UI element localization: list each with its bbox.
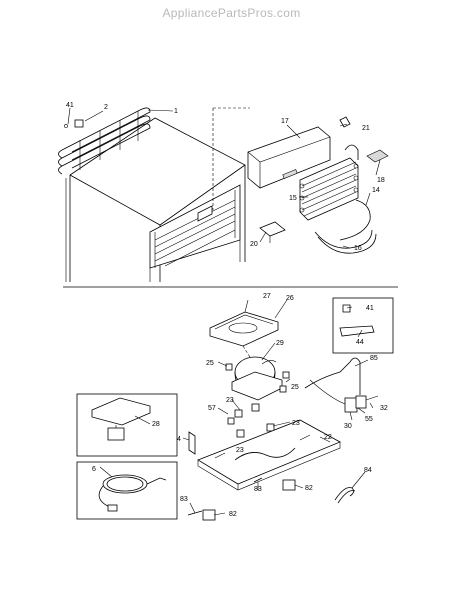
- label-82-b: 82: [229, 511, 237, 518]
- label-57: 57: [208, 405, 216, 412]
- label-83-b: 83: [254, 486, 262, 493]
- label-14: 14: [372, 187, 380, 194]
- label-20: 20: [250, 241, 258, 248]
- label-27: 27: [263, 293, 271, 300]
- label-23-a: 23: [226, 397, 234, 404]
- base-plate: [197, 419, 341, 491]
- clip: [339, 116, 351, 128]
- label-32: 32: [380, 405, 388, 412]
- label-85: 85: [370, 355, 378, 362]
- evaporator: [299, 144, 359, 221]
- condenser-coil: [58, 107, 151, 175]
- damper: [259, 221, 286, 237]
- feet-and-screws: [187, 477, 296, 521]
- label-18: 18: [377, 177, 385, 184]
- label-6: 6: [92, 466, 96, 473]
- label-82-a: 82: [305, 485, 313, 492]
- grommets: [225, 363, 290, 438]
- evaporator-cover: [247, 126, 331, 189]
- label-22: 22: [324, 434, 332, 441]
- bracket-4: [188, 431, 196, 455]
- label-15: 15: [289, 195, 297, 202]
- inset-cord: [76, 461, 178, 520]
- evaporator-pad: [366, 149, 389, 163]
- label-28: 28: [152, 421, 160, 428]
- label-4: 4: [177, 436, 181, 443]
- label-55: 55: [365, 416, 373, 423]
- relay-overload: [309, 379, 379, 413]
- label-41: 41: [66, 102, 74, 109]
- tube-84: [334, 487, 354, 501]
- label-21: 21: [362, 125, 370, 132]
- label-26: 26: [286, 295, 294, 302]
- watermark: AppliancePartsPros.com: [162, 6, 301, 20]
- label-25-a: 25: [206, 360, 214, 367]
- cabinet: [65, 107, 250, 282]
- label-83-a: 83: [180, 496, 188, 503]
- label-30: 30: [344, 423, 352, 430]
- part-labels: 1 2 41 17 21 18 15 14 16 20 27 26 29 25 …: [66, 102, 388, 518]
- label-17: 17: [281, 118, 289, 125]
- label-2: 2: [104, 104, 108, 111]
- label-44: 44: [356, 339, 364, 346]
- inset-clip: [332, 297, 394, 354]
- label-23-b: 23: [292, 420, 300, 427]
- label-16: 16: [354, 245, 362, 252]
- inset-pan: [76, 393, 178, 457]
- tube-85: [304, 357, 361, 395]
- label-25-b: 25: [291, 384, 299, 391]
- drain-pan: [209, 311, 279, 347]
- label-41-b: 41: [366, 305, 374, 312]
- tube: [339, 199, 371, 241]
- label-29: 29: [276, 340, 284, 347]
- label-84: 84: [364, 467, 372, 474]
- compressor: [231, 356, 283, 401]
- label-23-c: 23: [236, 447, 244, 454]
- label-1: 1: [174, 108, 178, 115]
